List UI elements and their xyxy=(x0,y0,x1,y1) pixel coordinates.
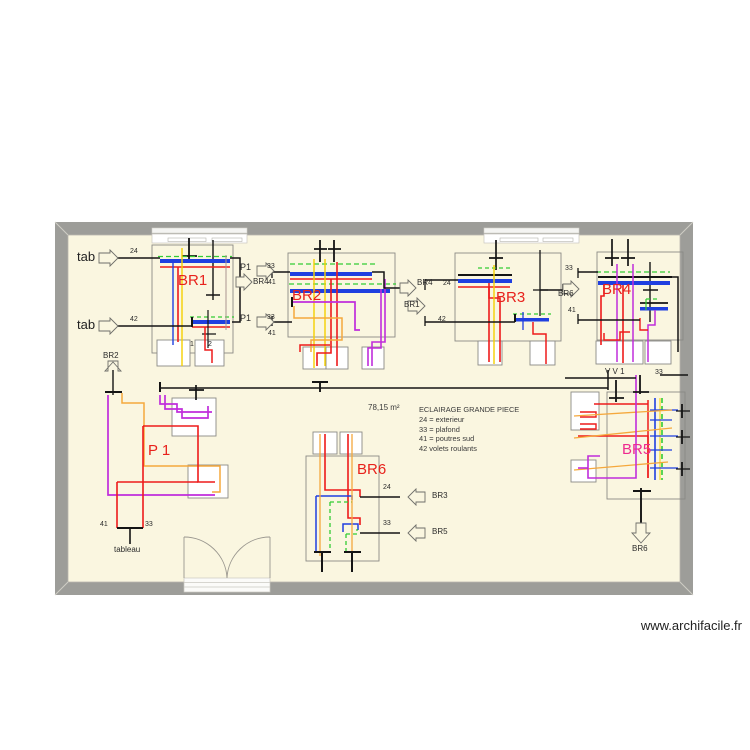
wire-number-41-p1-top: 41 xyxy=(268,279,276,286)
circuit-group-br1 xyxy=(110,238,241,367)
label-vv1: V V 1 xyxy=(605,367,625,376)
arrow-label-br4-from-br2: BR4 xyxy=(417,278,433,287)
arrow-label-br1-to-br3: BR1 xyxy=(404,300,420,309)
arrow-label-br3-from-br6: BR3 xyxy=(432,491,448,500)
label-br2: BR2 xyxy=(292,287,322,304)
wire-number-33-br4: 33 xyxy=(565,265,573,272)
wire-number-42-br3: 42 xyxy=(438,316,446,323)
arrow-label-br4-from-br1: BR4 xyxy=(253,277,269,286)
wire-number-33-br6: 33 xyxy=(383,520,391,527)
legend-line-4: 42 volets roulants xyxy=(419,444,477,454)
label-p1: P 1 xyxy=(148,442,171,459)
double-door xyxy=(183,536,271,593)
arrow-label-p1-bottom: P1 xyxy=(240,313,252,323)
arrow-label-p1-top: P1 xyxy=(240,262,252,272)
flow-arrows xyxy=(98,248,652,544)
wire-number-42-br1: 42 xyxy=(130,316,138,323)
legend-line-1: 24 = exterieur xyxy=(419,414,465,424)
circuit-group-p1 xyxy=(105,370,229,544)
label-tab-2: tab xyxy=(77,317,96,332)
circuit-group-br5 xyxy=(565,374,690,525)
arrow-label-br6-from-br3: BR6 xyxy=(558,289,574,298)
window-top-left xyxy=(151,227,248,244)
legend-title: ECLAIRAGE GRANDE PIECE xyxy=(419,405,520,414)
circuit-group-br6 xyxy=(305,431,400,572)
wire-number-24-br1: 24 xyxy=(130,248,138,255)
circuit-group-br3 xyxy=(424,240,564,366)
label-tab-1: tab xyxy=(77,249,96,264)
window-top-right xyxy=(483,227,580,244)
terminal-number-2: 2 xyxy=(208,341,212,348)
label-br4: BR4 xyxy=(602,281,632,298)
wire-number-41-tableau: 41 xyxy=(100,521,108,528)
wire-number-33-p1-top: 33 xyxy=(267,263,275,270)
label-br6: BR6 xyxy=(357,461,387,478)
legend-line-3: 41 = poutres sud xyxy=(419,434,475,444)
label-br5: BR5 xyxy=(622,441,652,458)
terminal-number-1: 1 xyxy=(190,341,194,348)
wire-number-33-br5: 33 xyxy=(655,369,663,376)
legend-line-2: 33 = plafond xyxy=(419,424,460,434)
label-tableau: tableau xyxy=(114,545,141,554)
label-br1: BR1 xyxy=(178,272,208,289)
wire-number-24-br6: 24 xyxy=(383,484,391,491)
wire-number-33-p1-bottom: 33 xyxy=(267,314,275,321)
watermark: www.archifacile.fr xyxy=(640,618,742,633)
main-bus-line xyxy=(159,370,609,392)
wire-number-24-br3: 24 xyxy=(443,280,451,287)
arrow-label-br2-up: BR2 xyxy=(103,351,119,360)
label-br3: BR3 xyxy=(496,289,526,306)
wire-number-41-p1-bottom: 41 xyxy=(268,330,276,337)
arrow-label-br5-from-br6: BR5 xyxy=(432,527,448,536)
arrow-label-br6-down: BR6 xyxy=(632,544,648,553)
wire-number-41-br4: 41 xyxy=(568,307,576,314)
area-value: 78,15 m² xyxy=(368,403,400,412)
wire-number-33-tableau: 33 xyxy=(145,521,153,528)
legend-block: ECLAIRAGE GRANDE PIECE 24 = exterieur 33… xyxy=(419,405,519,454)
circuit-group-br4 xyxy=(577,239,684,365)
